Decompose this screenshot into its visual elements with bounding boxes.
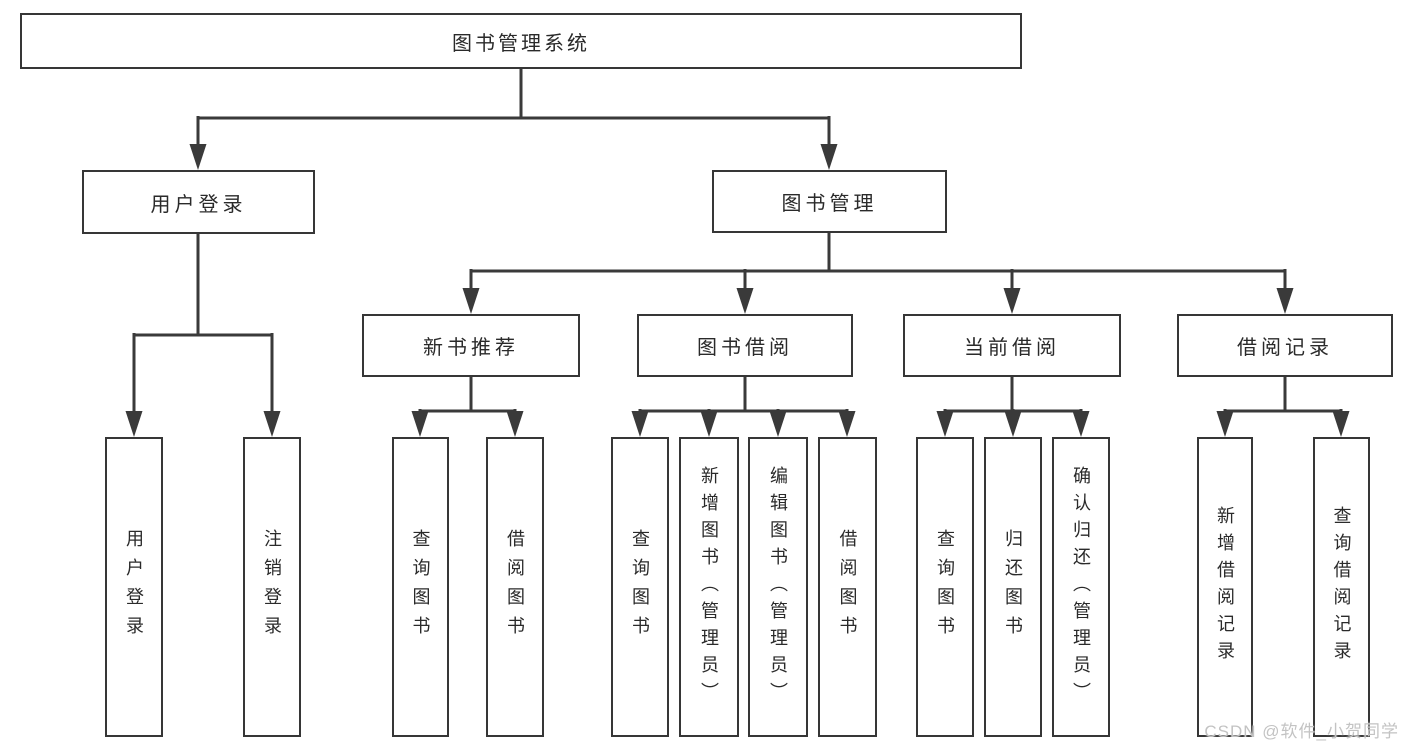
- node-label: 借阅图书: [505, 529, 525, 645]
- node-label: 查询图书: [630, 529, 650, 645]
- arrowhead: [125, 411, 143, 437]
- node-label: 图书管理系统: [452, 32, 590, 55]
- arrowhead: [838, 411, 856, 437]
- arrowhead: [700, 411, 718, 437]
- node-label: 借阅图书: [837, 529, 858, 645]
- leaf-confirm-return-admin: 确认归还（管理员）: [1052, 437, 1110, 737]
- node-label: 注销登录: [262, 529, 282, 645]
- arrowhead: [1276, 288, 1294, 314]
- arrowhead: [462, 288, 480, 314]
- leaf-return-books: 归还图书: [984, 437, 1042, 737]
- node-book-management: 图书管理: [712, 170, 947, 233]
- node-label: 借阅记录: [1237, 337, 1333, 359]
- node-label: 查询借阅记录: [1331, 506, 1352, 668]
- arrowhead: [1072, 411, 1090, 437]
- arrowhead: [1216, 411, 1234, 437]
- node-label: 用户登录: [150, 193, 247, 216]
- arrowhead: [263, 411, 281, 437]
- node-book-borrowing: 图书借阅: [637, 314, 853, 377]
- arrowhead: [631, 411, 649, 437]
- leaf-add-book-admin: 新增图书（管理员）: [679, 437, 739, 737]
- arrowhead: [1332, 411, 1350, 437]
- leaf-query-books-current: 查询图书: [916, 437, 974, 737]
- arrowhead: [506, 411, 524, 437]
- csdn-watermark: CSDN @软件_小贺同学: [1204, 722, 1399, 741]
- node-borrowing-records: 借阅记录: [1177, 314, 1393, 377]
- node-new-book-recommend: 新书推荐: [362, 314, 580, 377]
- node-label: 图书管理: [781, 193, 878, 215]
- arrowhead: [936, 411, 954, 437]
- node-label: 新书推荐: [423, 337, 519, 359]
- node-current-borrowing: 当前借阅: [903, 314, 1121, 377]
- node-label: 当前借阅: [964, 337, 1060, 359]
- node-label: 新增图书（管理员）: [699, 465, 719, 709]
- node-label: 查询图书: [935, 529, 955, 645]
- node-label: 确认归还（管理员）: [1071, 465, 1091, 709]
- arrowhead: [189, 144, 207, 170]
- leaf-query-books-recommend: 查询图书: [392, 437, 449, 737]
- node-book-management-system: 图书管理系统: [20, 13, 1022, 69]
- arrowhead: [1004, 411, 1022, 437]
- leaf-borrow-books-borrowing: 借阅图书: [818, 437, 877, 737]
- node-label: 图书借阅: [697, 337, 793, 359]
- arrowhead: [769, 411, 787, 437]
- node-label: 用户登录: [124, 529, 144, 645]
- leaf-query-borrow-record: 查询借阅记录: [1313, 437, 1370, 737]
- node-label: 新增借阅记录: [1215, 506, 1235, 668]
- leaf-query-books-borrowing: 查询图书: [611, 437, 669, 737]
- node-label: 编辑图书（管理员）: [768, 465, 788, 709]
- leaf-logout: 注销登录: [243, 437, 301, 737]
- leaf-edit-book-admin: 编辑图书（管理员）: [748, 437, 808, 737]
- arrowhead: [820, 144, 838, 170]
- leaf-add-borrow-record: 新增借阅记录: [1197, 437, 1253, 737]
- node-label: 查询图书: [410, 529, 431, 645]
- arrowhead: [1003, 288, 1021, 314]
- leaf-user-login: 用户登录: [105, 437, 163, 737]
- arrowhead: [736, 288, 754, 314]
- arrowhead: [411, 411, 429, 437]
- node-user-login: 用户登录: [82, 170, 315, 234]
- leaf-borrow-books-recommend: 借阅图书: [486, 437, 544, 737]
- node-label: 归还图书: [1003, 529, 1023, 645]
